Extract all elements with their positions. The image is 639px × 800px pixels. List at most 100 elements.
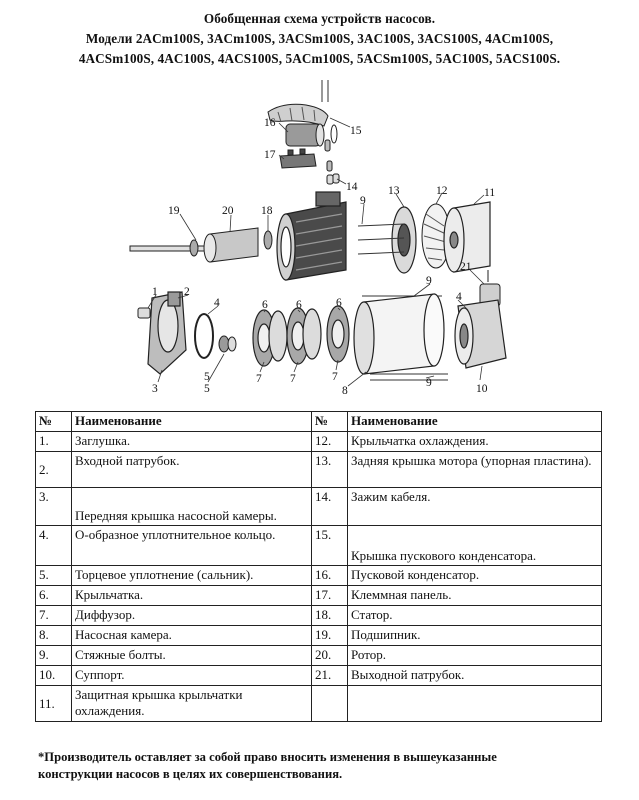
- part-name: Насосная камера.: [71, 625, 312, 646]
- part-number: 8.: [35, 625, 72, 646]
- table-row: 11. Защитная крышка крыльчатки охлаждени…: [35, 685, 602, 722]
- part-number: 11.: [35, 685, 72, 722]
- plug: [137, 307, 151, 319]
- callout-12: 12: [436, 185, 448, 197]
- stator-housing: [276, 191, 347, 281]
- part-name: [347, 685, 602, 722]
- callout-labels: 16 15 17 14 19 20 18 13 12 11 9 21 1 2 4…: [152, 117, 495, 396]
- part-name: Подшипник.: [347, 625, 602, 646]
- callout-6-b: 6: [296, 299, 302, 311]
- part-name: Выходной патрубок.: [347, 665, 602, 686]
- callout-15: 15: [350, 125, 362, 137]
- part-name: Крышка пускового конденсатора.: [347, 525, 602, 566]
- callout-9-upper: 9: [360, 195, 366, 207]
- callout-4-right: 4: [456, 291, 462, 303]
- part-number: 1.: [35, 431, 72, 452]
- callout-14: 14: [346, 181, 358, 193]
- table-row: 6. Крыльчатка. 17. Клеммная панель.: [35, 585, 602, 606]
- fan-cover: [443, 201, 491, 273]
- part-number: 5.: [35, 565, 72, 586]
- part-name: Диффузор.: [71, 605, 312, 626]
- part-name: Зажим кабеля.: [347, 487, 602, 526]
- document-title: Обобщенная схема устройств насосов.: [203, 11, 436, 26]
- part-name: Входной патрубок.: [71, 451, 312, 488]
- rotor: [203, 227, 259, 263]
- callout-7-b: 7: [290, 373, 296, 385]
- callout-16: 16: [264, 117, 276, 129]
- callout-20: 20: [222, 205, 234, 217]
- header-name-left: Наименование: [71, 411, 312, 432]
- models-line-2: 4ACSm100S, 4AC100S, 4ACS100S, 5ACm100S, …: [78, 51, 561, 66]
- table-row: 10. Суппорт. 21. Выходной патрубок.: [35, 665, 602, 686]
- table-row: 8. Насосная камера. 19. Подшипник.: [35, 625, 602, 646]
- table-row: 2. Входной патрубок. 13. Задняя крышка м…: [35, 451, 602, 488]
- callout-5: 5: [204, 383, 210, 395]
- callout-19: 19: [168, 205, 180, 217]
- table-row: 3. Передняя крышка насосной камеры. 14. …: [35, 487, 602, 526]
- part-name: Пусковой конденсатор.: [347, 565, 602, 586]
- callout-11: 11: [484, 187, 495, 199]
- table-row: 5. Торцевое уплотнение (сальник). 16. Пу…: [35, 565, 602, 586]
- part-number: 9.: [35, 645, 72, 666]
- callout-5-alt: 5: [204, 371, 210, 383]
- callout-21: 21: [460, 261, 472, 273]
- callout-2: 2: [184, 286, 190, 298]
- table-header-row: № Наименование № Наименование: [35, 411, 602, 432]
- cable-clamp: [324, 139, 340, 185]
- terminal-panel: [279, 148, 317, 169]
- part-name: Суппорт.: [71, 665, 312, 686]
- leader-lines: [147, 117, 485, 387]
- part-number: 16.: [311, 565, 348, 586]
- table-row: 4. О-образное уплотнительное кольцо. 15.…: [35, 525, 602, 566]
- mechanical-seal: [218, 335, 237, 353]
- motor-rear-cover: [391, 206, 417, 274]
- part-number: 12.: [311, 431, 348, 452]
- pump-chamber: [353, 293, 445, 375]
- callout-1: 1: [152, 286, 158, 298]
- part-number: 20.: [311, 645, 348, 666]
- part-name: Стяжные болты.: [71, 645, 312, 666]
- callout-18: 18: [261, 205, 273, 217]
- capacitor-cover: [267, 103, 329, 127]
- footnote-line-1: *Производитель оставляет за собой право …: [38, 750, 497, 764]
- start-capacitor: [285, 123, 338, 147]
- callout-6-c: 6: [336, 297, 342, 309]
- callout-17: 17: [264, 149, 276, 161]
- inlet-port-cover: [147, 291, 187, 375]
- part-number: 21.: [311, 665, 348, 686]
- impeller-diffuser-stack: [252, 305, 350, 367]
- part-name: Крыльчатка.: [71, 585, 312, 606]
- part-name: Торцевое уплотнение (сальник).: [71, 565, 312, 586]
- part-number: 19.: [311, 625, 348, 646]
- table-row: 1. Заглушка. 12. Крыльчатка охлаждения.: [35, 431, 602, 452]
- part-number: 10.: [35, 665, 72, 686]
- part-number: 18.: [311, 605, 348, 626]
- callout-4-left: 4: [214, 297, 220, 309]
- callout-9-mid: 9: [426, 275, 432, 287]
- part-name: Клеммная панель.: [347, 585, 602, 606]
- callout-6-a: 6: [262, 299, 268, 311]
- footnote-line-2: конструкции насосов в целях их совершенс…: [38, 767, 343, 781]
- callout-7-c: 7: [332, 371, 338, 383]
- header-number-right: №: [311, 411, 348, 432]
- callout-7-a: 7: [256, 373, 262, 385]
- callout-10: 10: [476, 383, 488, 395]
- callout-9-lower: 9: [426, 377, 432, 389]
- part-number: 7.: [35, 605, 72, 626]
- table-row: 9. Стяжные болты. 20. Ротор.: [35, 645, 602, 666]
- part-number: 14.: [311, 487, 348, 526]
- table-row: 7. Диффузор. 18. Статор.: [35, 605, 602, 626]
- parts-table: № Наименование № Наименование 1. Заглушк…: [35, 411, 602, 722]
- header-number-left: №: [35, 411, 72, 432]
- models-line-1: Модели 2ACm100S, 3ACm100S, 3ACSm100S, 3A…: [85, 31, 554, 46]
- part-name: Ротор.: [347, 645, 602, 666]
- header-name-right: Наименование: [347, 411, 602, 432]
- bolts-upper: [357, 223, 405, 255]
- part-number: 15.: [311, 525, 348, 566]
- part-name: Заглушка.: [71, 431, 312, 452]
- footnote: *Производитель оставляет за собой право …: [38, 749, 618, 783]
- part-number: [311, 685, 348, 722]
- part-number: 6.: [35, 585, 72, 606]
- callout-3: 3: [152, 383, 158, 395]
- part-number: 3.: [35, 487, 72, 526]
